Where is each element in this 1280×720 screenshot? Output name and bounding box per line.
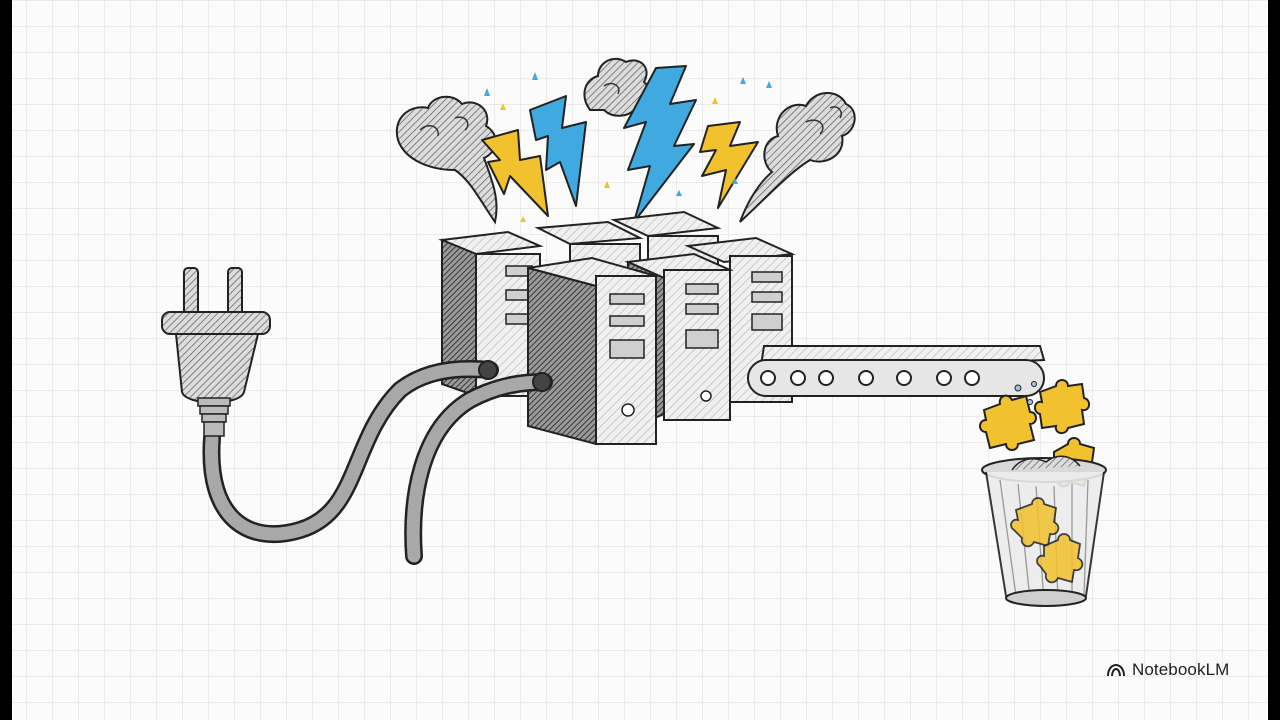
frame-edge-right xyxy=(1268,0,1280,720)
power-cable-loose xyxy=(404,372,553,565)
power-cable-plug xyxy=(202,359,499,543)
server-tower-2 xyxy=(527,256,657,446)
notebooklm-logo-icon xyxy=(1107,663,1125,677)
brand-name: NotebookLM xyxy=(1132,660,1230,679)
puzzle-piece-falling-1 xyxy=(979,394,1037,451)
lightning-bolt-yellow-right xyxy=(699,121,759,209)
power-plug-icon xyxy=(161,267,271,437)
lightning-bolt-blue-left xyxy=(529,95,587,207)
smoke-cloud-left xyxy=(395,95,498,225)
sparks xyxy=(484,72,772,222)
trash-can-icon xyxy=(981,455,1107,607)
lightning-bolt-yellow-left xyxy=(481,129,549,217)
notebooklm-watermark: NotebookLM xyxy=(1106,660,1229,680)
particle-dots xyxy=(1014,381,1037,405)
puzzle-piece-falling-2 xyxy=(1034,379,1090,434)
frame-edge-left xyxy=(0,0,12,720)
smoke-cloud-center xyxy=(583,57,652,117)
conveyor-belt xyxy=(747,345,1046,397)
lightning-bolt-blue-center xyxy=(623,65,697,223)
smoke-cloud-right xyxy=(739,92,856,223)
